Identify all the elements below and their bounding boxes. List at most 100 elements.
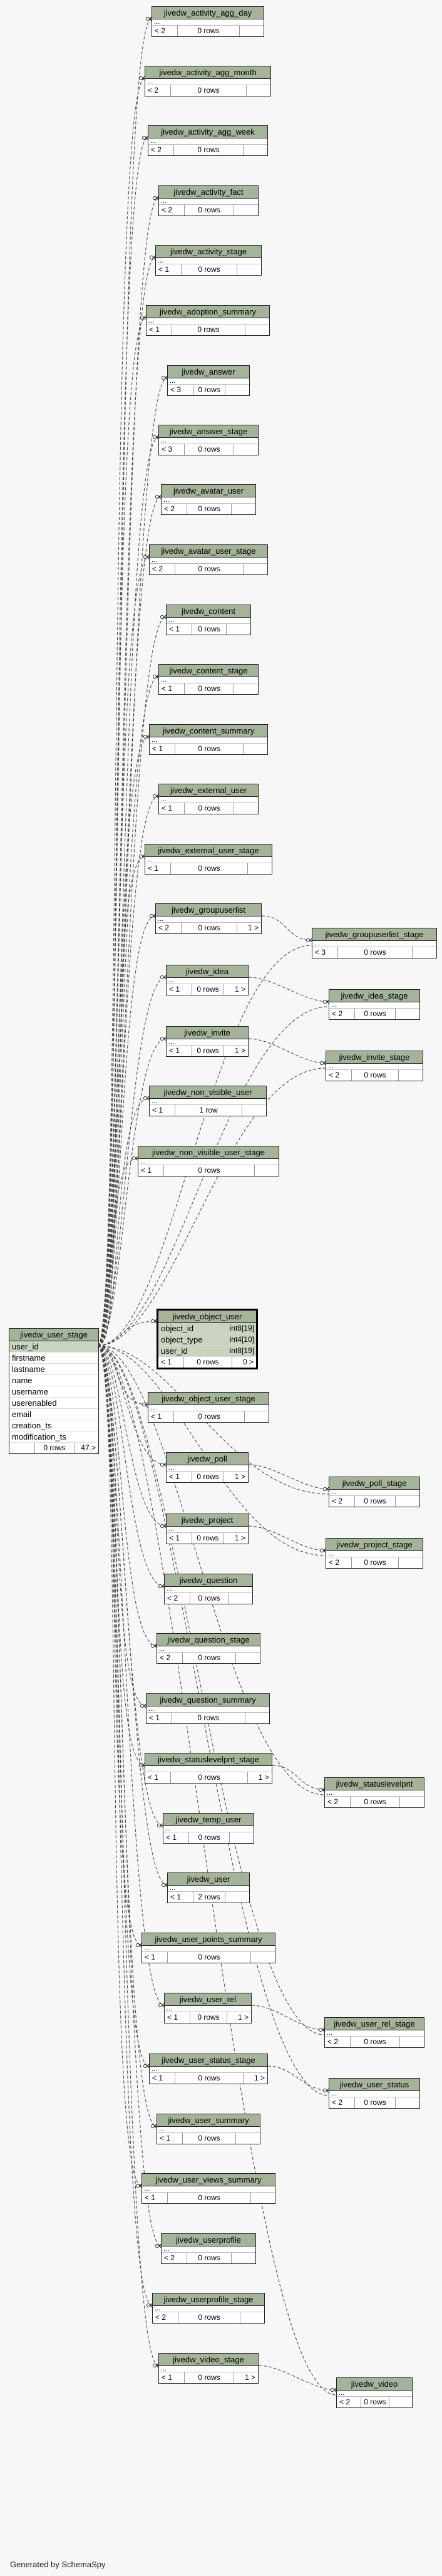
table-name[interactable]: jivedw_adoption_summary — [146, 306, 269, 318]
table-name[interactable]: jivedw_invite_stage — [326, 1051, 423, 1064]
table-name[interactable]: jivedw_activity_fact — [159, 186, 258, 199]
table-name[interactable]: jivedw_answer_stage — [159, 425, 258, 438]
table-name[interactable]: jivedw_video_stage — [159, 2354, 258, 2366]
table-name[interactable]: jivedw_userprofile — [162, 2234, 255, 2246]
table-name[interactable]: jivedw_groupuserlist — [156, 904, 261, 917]
table-name[interactable]: jivedw_statuslevelpnt_stage — [145, 1753, 272, 1766]
table-name[interactable]: jivedw_groupuserlist_stage — [312, 928, 436, 941]
table-name[interactable]: jivedw_content_stage — [159, 665, 258, 677]
table-name[interactable]: jivedw_video — [337, 2378, 412, 2391]
center-table[interactable]: jivedw_user_stage user_id firstname last… — [9, 1328, 99, 1454]
table-name[interactable]: jivedw_user_summary — [157, 2114, 260, 2127]
table-name[interactable]: jivedw_invite — [167, 1027, 248, 1039]
table-name[interactable]: jivedw_avatar_user — [162, 485, 255, 497]
table-name[interactable]: jivedw_user_status_stage — [150, 2054, 267, 2067]
row-count: 0 rows — [172, 325, 245, 335]
children-count — [244, 744, 267, 754]
table-name[interactable]: jivedw_content_summary — [150, 725, 267, 737]
table-name[interactable]: jivedw_activity_agg_day — [152, 7, 264, 19]
table-name[interactable]: jivedw_user_views_summary — [142, 2174, 275, 2186]
table-name[interactable]: jivedw_user — [168, 1873, 249, 1886]
table-name[interactable]: jivedw_project_stage — [326, 1539, 423, 1551]
table-name[interactable]: jivedw_object_user — [158, 1311, 256, 1323]
table-name[interactable]: jivedw_content — [167, 605, 250, 618]
table-name[interactable]: jivedw_idea_stage — [329, 990, 419, 1002]
table-name[interactable]: jivedw_project — [167, 1514, 248, 1527]
table-name[interactable]: jivedw_answer — [168, 366, 249, 378]
table-name[interactable]: jivedw_non_visible_user_stage — [138, 1146, 279, 1159]
table-name[interactable]: jivedw_activity_agg_week — [148, 126, 267, 138]
table-name[interactable]: jivedw_user_points_summary — [142, 1933, 275, 1946]
children-count — [245, 1411, 269, 1422]
parents-count: < 1 — [165, 2012, 190, 2023]
table-name[interactable]: jivedw_avatar_user_stage — [150, 545, 267, 558]
table-name[interactable]: jivedw_idea — [167, 965, 248, 978]
table-name[interactable]: jivedw_temp_user — [163, 1814, 254, 1826]
table-name[interactable]: jivedw_activity_stage — [156, 246, 261, 258]
table-name[interactable]: jivedw_user_rel_stage — [325, 2018, 424, 2030]
table-name[interactable]: jivedw_poll — [167, 1453, 248, 1465]
table-name[interactable]: jivedw_question — [165, 1574, 252, 1587]
table-name[interactable]: jivedw_non_visible_user — [150, 1086, 266, 1099]
table-name[interactable]: jivedw_user_status — [329, 2079, 419, 2091]
table-name[interactable]: jivedw_statuslevelpnt — [325, 1778, 424, 1790]
table-name[interactable]: jivedw_object_user_stage — [148, 1393, 269, 1405]
table-name[interactable]: jivedw_question_summary — [146, 1694, 269, 1706]
table-name[interactable]: jivedw_external_user — [159, 784, 258, 797]
table-name[interactable]: jivedw_userprofile_stage — [153, 2293, 264, 2306]
table-name[interactable]: jivedw_activity_agg_month — [145, 66, 270, 79]
table-name[interactable]: jivedw_poll_stage — [329, 1477, 419, 1490]
table-name[interactable]: jivedw_question_stage — [157, 1634, 260, 1646]
table-name[interactable]: jivedw_external_user_stage — [145, 844, 272, 857]
table-name[interactable]: jivedw_user_stage — [9, 1329, 98, 1341]
table-name[interactable]: jivedw_user_rel — [165, 1993, 251, 2006]
